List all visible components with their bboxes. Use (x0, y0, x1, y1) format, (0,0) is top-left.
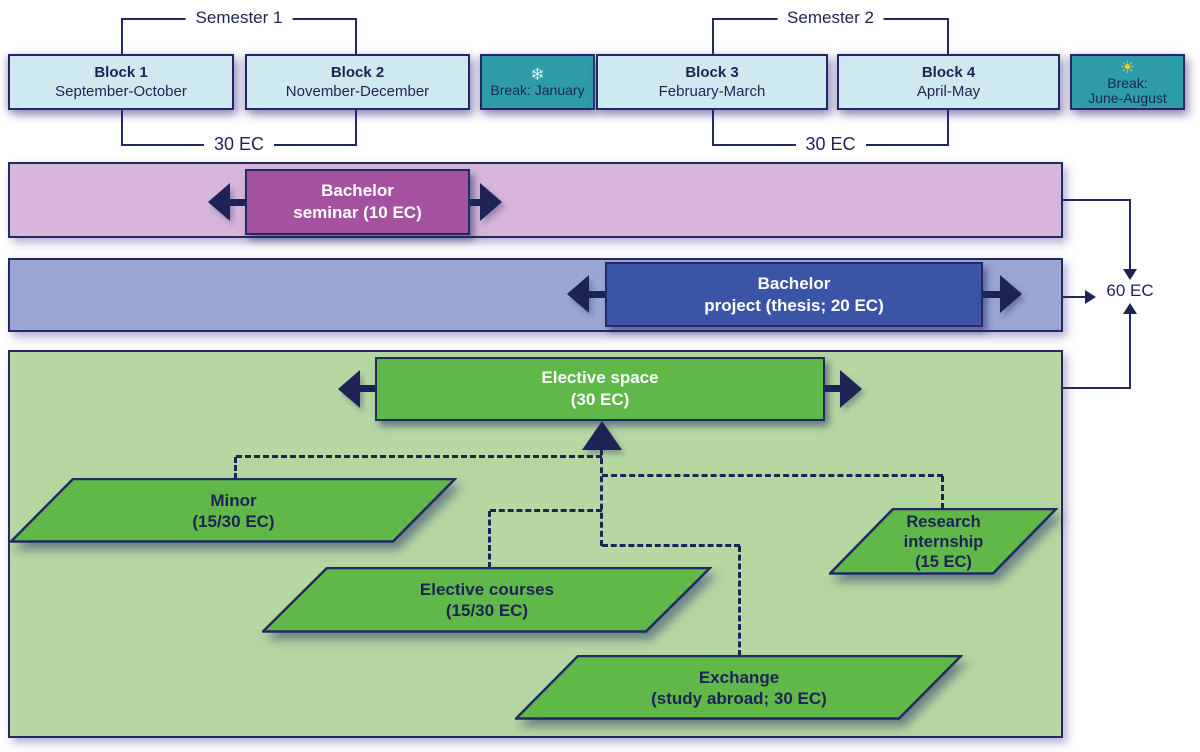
seminar-label-line1: Bachelor (321, 181, 394, 200)
down-arrow-icon (1123, 269, 1137, 280)
elective-courses-label: Elective courses (15/30 EC) (419, 580, 555, 620)
elective-option-research-internship: Research internship (15 EC) (829, 508, 1058, 575)
block-3: Block 3 February-March (596, 54, 828, 110)
exchange-label: Exchange (study abroad; 30 EC) (651, 667, 827, 708)
parallelogram-shape (10, 478, 457, 543)
connector-elective-v (1129, 314, 1131, 389)
elective-right-arrow-icon (840, 370, 862, 408)
block-months: November-December (285, 83, 430, 100)
dashed-connector-research-h (602, 474, 943, 477)
parallelogram-shape (515, 655, 963, 720)
project-label-line2: project (thesis; 20 EC) (704, 295, 884, 315)
seminar-left-arrow-stem (228, 199, 248, 206)
block-2: Block 2 November-December (245, 54, 470, 110)
dashed-connector-minor-h (236, 455, 602, 458)
block-months: September-October (55, 83, 187, 100)
block-months: April-May (916, 83, 981, 100)
seminar-left-arrow-icon (208, 183, 230, 221)
break-label-line2: June-August (1088, 89, 1167, 106)
block-title: Block 4 (921, 64, 976, 81)
research-internship-label: Research internship (15 EC) (903, 512, 984, 571)
bachelor-seminar-box: Bachelor seminar (10 EC) (245, 169, 470, 235)
seminar-right-arrow-icon (480, 183, 502, 221)
dashed-connector-courses-h (490, 509, 602, 512)
semester1-ec-label: 30 EC (203, 134, 275, 155)
up-arrow-icon (1123, 303, 1137, 314)
total-ec-label: 60 EC (1106, 281, 1154, 300)
seminar-label-line2: seminar (10 EC) (293, 203, 422, 222)
dashed-connector-minor-v (234, 457, 237, 479)
sun-icon: ☀ (1119, 57, 1136, 77)
elective-option-courses: Elective courses (15/30 EC) (262, 567, 712, 633)
break-label: Break: January (490, 82, 585, 98)
project-left-arrow-icon (567, 275, 589, 313)
elective-label-line1: Elective space (541, 368, 659, 387)
elective-left-arrow-stem (358, 385, 377, 392)
block-title: Block 3 (685, 64, 739, 81)
project-left-arrow-stem (587, 291, 607, 298)
break-june-august: ☀ Break: June-August (1070, 54, 1185, 110)
block-title: Block 1 (94, 64, 148, 81)
bachelor-project-box: Bachelor project (thesis; 20 EC) (605, 262, 983, 327)
elective-space-box: Elective space (30 EC) (375, 357, 825, 421)
dashed-connector-research-v (941, 476, 944, 509)
elective-right-arrow-stem (823, 385, 842, 392)
right-arrow-icon (1085, 290, 1096, 304)
seminar-right-arrow-stem (468, 199, 482, 206)
dashed-connector-trunk (600, 449, 603, 546)
semester2-ec-bracket: 30 EC (712, 110, 949, 155)
dashed-connector-courses-v (488, 511, 491, 568)
semester2-ec-label: 30 EC (795, 134, 866, 155)
semester1-bracket: Semester 1 (121, 8, 357, 55)
semester2-label: Semester 2 (777, 8, 884, 28)
break-label-line1: Break: (1107, 74, 1148, 91)
parallelogram-shape (262, 567, 712, 633)
elective-option-minor: Minor (15/30 EC) (10, 478, 457, 543)
dashed-connector-exchange-v (738, 546, 741, 656)
seminar-band (8, 162, 1063, 238)
elective-left-arrow-icon (338, 370, 360, 408)
connector-project-h (1063, 296, 1086, 298)
semester2-bracket: Semester 2 (712, 8, 949, 55)
break-january: ❄ Break: January (480, 54, 595, 110)
semester1-label: Semester 1 (185, 8, 293, 28)
snowflake-icon: ❄ (530, 65, 545, 84)
block-months: February-March (658, 83, 766, 100)
elective-label-line2: (30 EC) (570, 390, 630, 409)
block-4: Block 4 April-May (837, 54, 1060, 110)
connector-elective-h (1063, 387, 1131, 389)
elective-option-exchange: Exchange (study abroad; 30 EC) (515, 655, 963, 720)
block-1: Block 1 September-October (8, 54, 234, 110)
connector-seminar-v (1129, 199, 1131, 270)
project-right-arrow-icon (1000, 275, 1022, 313)
block-title: Block 2 (330, 64, 385, 81)
connector-seminar-h (1063, 199, 1131, 201)
project-label-line1: Bachelor (757, 273, 831, 293)
minor-label: Minor (15/30 EC) (192, 490, 275, 531)
dashed-connector-exchange-h (602, 544, 740, 547)
elective-up-arrow-icon (582, 421, 622, 450)
semester1-ec-bracket: 30 EC (121, 110, 357, 155)
project-right-arrow-stem (981, 291, 1002, 298)
parallelogram-shape (829, 508, 1058, 575)
